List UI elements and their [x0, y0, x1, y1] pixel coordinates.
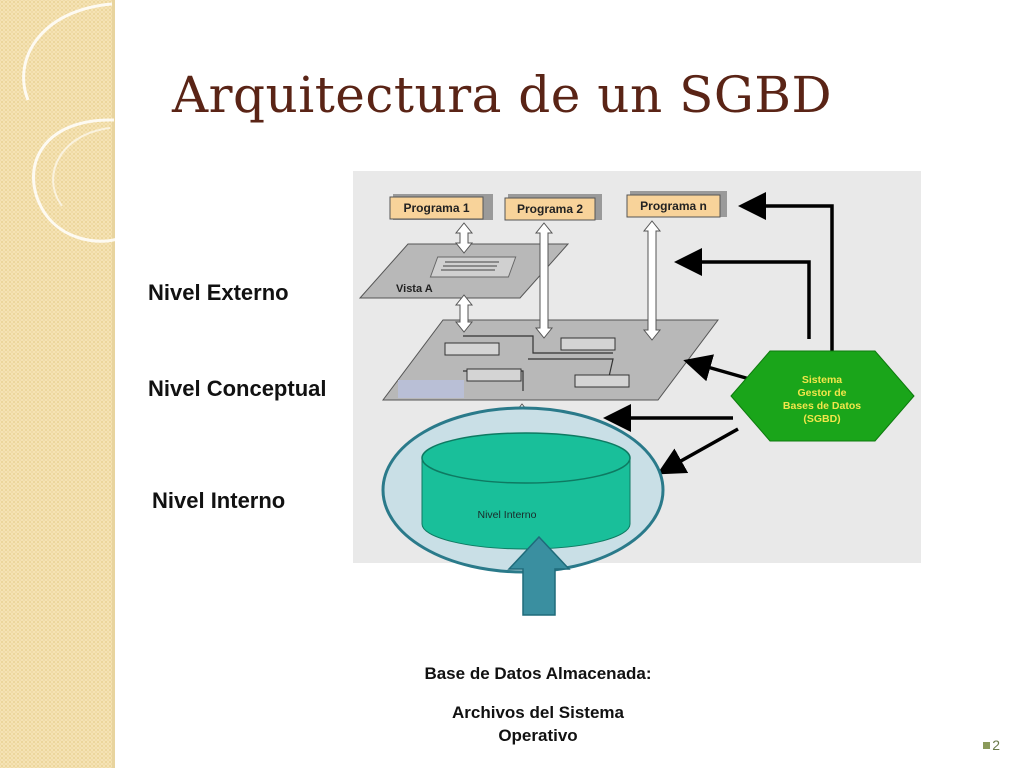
dbms-line-1: Sistema — [802, 374, 842, 386]
caption-stored-db: Base de Datos Almacenada: — [424, 664, 652, 683]
sidebar-edge — [112, 0, 115, 768]
page-number-value: 2 — [992, 737, 1000, 753]
label-nivel-conceptual: Nivel Conceptual — [148, 376, 327, 401]
program-box-1: Programa 1 — [389, 194, 493, 220]
storage-up-arrow — [507, 535, 571, 616]
dbms-hexagon: Sistema Gestor de Bases de Datos (SGBD) — [730, 350, 915, 442]
decorative-swirl — [22, 2, 121, 243]
dbms-line-3: Bases de Datos — [783, 400, 861, 412]
label-nivel-externo: Nivel Externo — [148, 280, 289, 305]
double-arrows — [454, 220, 662, 454]
label-nivel-interno: Nivel Interno — [152, 488, 286, 513]
dbms-control-arrows — [603, 192, 834, 475]
internal-level-group: Nivel Interno — [381, 406, 665, 574]
program-box-n: Programa n — [626, 191, 727, 218]
external-view-plane: Vista A — [358, 243, 570, 299]
decorative-sidebar — [0, 0, 112, 768]
bullet-square-icon — [983, 742, 991, 749]
page-number: 2 — [983, 737, 1000, 753]
dbms-line-4: (SGBD) — [803, 413, 840, 425]
program-n-label: Programa n — [640, 199, 707, 213]
conceptual-plane — [382, 319, 719, 401]
program-1-label: Programa 1 — [403, 201, 469, 215]
caption-line-3: Operativo — [498, 726, 578, 745]
caption-os-files: Archivos del Sistema Operativo — [380, 701, 696, 747]
dbms-line-2: Gestor de — [797, 387, 846, 399]
conceptual-highlight — [398, 380, 464, 398]
slide-title: Arquitectura de un SGBD — [172, 66, 833, 124]
program-2-label: Programa 2 — [517, 202, 583, 216]
internal-level-label: Nivel Interno — [478, 509, 537, 521]
program-box-2: Programa 2 — [504, 194, 602, 221]
view-a-label: Vista A — [396, 283, 433, 295]
caption-line-2: Archivos del Sistema — [452, 703, 624, 722]
architecture-diagram: Programa 1 Programa 2 Programa n Vista A — [353, 171, 921, 616]
